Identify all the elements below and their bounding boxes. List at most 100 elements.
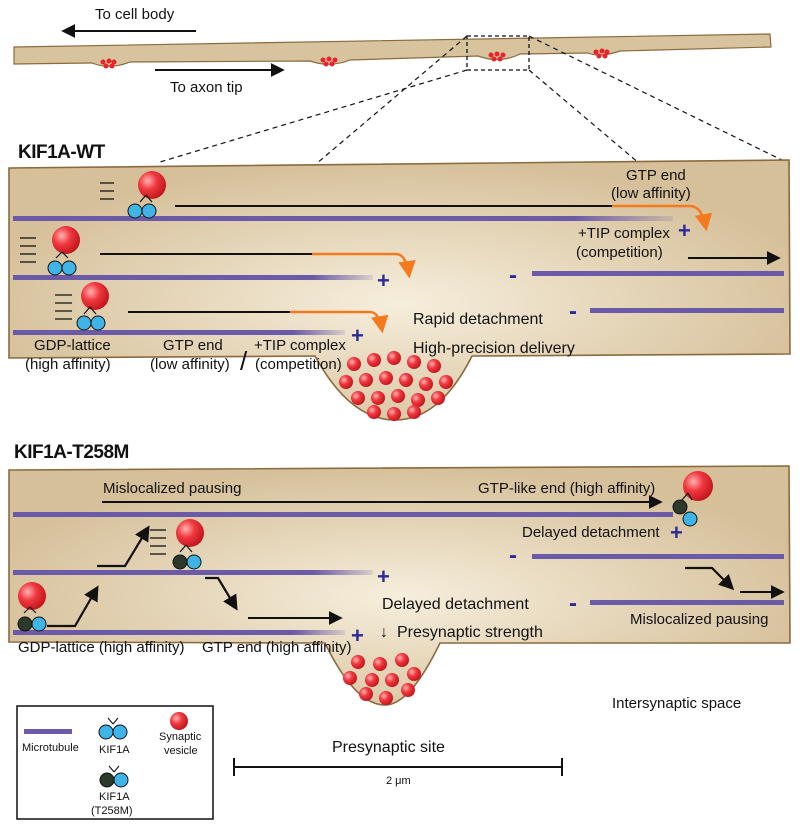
- synaptic-vesicle: [407, 667, 421, 681]
- synaptic-vesicle: [395, 653, 409, 667]
- wt-plus-3: +: [351, 323, 364, 348]
- overview-vesicle-cluster-1: [100, 58, 117, 69]
- overview-vesicle-cluster-3: [488, 51, 506, 62]
- legend-mutant-line2: (T258M): [91, 805, 133, 817]
- mut-gdp-lattice: GDP-lattice (high affinity): [18, 639, 184, 656]
- mut-microtubule-3-end: [293, 630, 345, 635]
- legend-vesicle-icon: [170, 712, 188, 730]
- synaptic-vesicle: [359, 373, 373, 387]
- wt-plus-2: +: [377, 268, 390, 293]
- mut-microtubule-5: [590, 600, 784, 605]
- synaptic-vesicle: [365, 673, 379, 687]
- legend-kif1a-icon: [98, 717, 128, 740]
- mut-delayed-detachment-right: Delayed detachment: [522, 524, 660, 541]
- to-axon-tip-label: To axon tip: [170, 79, 243, 96]
- wt-microtubule-5: [590, 308, 784, 313]
- synaptic-vesicle: [407, 355, 421, 369]
- wt-microtubule-1: [13, 216, 573, 221]
- mut-presynaptic-vesicles: [343, 653, 421, 705]
- wt-plus-1: +: [678, 218, 691, 243]
- mut-microtubule-3: [13, 630, 293, 635]
- synaptic-vesicle: [359, 687, 373, 701]
- wt-microtubule-3: [13, 330, 293, 335]
- mut-mislocalized-pausing-top: Mislocalized pausing: [103, 480, 241, 497]
- legend-mutant-line1: KIF1A: [99, 791, 130, 803]
- wt-microtubule-3-end: [293, 330, 345, 335]
- legend-microtubule-swatch: [24, 729, 72, 734]
- wt-tip-complex-bottom-1: +TIP complex: [254, 337, 346, 354]
- presynaptic-site-label: Presynaptic site: [332, 739, 445, 756]
- mut-kif1a-motor-1: [17, 582, 47, 632]
- overview-vesicle-cluster-2: [320, 56, 338, 67]
- synaptic-vesicle: [407, 405, 421, 419]
- overview-vesicle-cluster-4: [593, 48, 610, 59]
- wt-microtubule-1-end: [573, 216, 673, 221]
- mut-track-climb-1: [47, 585, 99, 628]
- synaptic-vesicle: [399, 373, 413, 387]
- mut-microtubule-2: [13, 570, 313, 575]
- wt-minus-1: -: [509, 262, 517, 289]
- synaptic-vesicle: [427, 359, 441, 373]
- mut-plus-3: +: [351, 623, 364, 648]
- wt-track-3-orange: [290, 310, 389, 334]
- wt-track-2-orange: [312, 252, 416, 279]
- legend-microtubule-label: Microtubule: [22, 742, 79, 754]
- wt-rapid-detachment: Rapid detachment: [413, 311, 543, 328]
- mut-presynaptic-arrow: ↓: [380, 624, 388, 641]
- wt-high-precision: High-precision delivery: [413, 340, 575, 357]
- synaptic-vesicle: [371, 391, 385, 405]
- zoom-line-right: [528, 35, 791, 165]
- wt-kif1a-motor-1: [100, 171, 166, 219]
- wt-gtp-end-bottom-2: (low affinity): [150, 356, 230, 373]
- wt-minus-2: -: [569, 298, 577, 325]
- mut-minus-2: -: [569, 590, 577, 617]
- synaptic-vesicle: [411, 393, 425, 407]
- wt-gdp-lattice-2: (high affinity): [25, 356, 111, 373]
- to-cell-body-label: To cell body: [95, 6, 175, 23]
- legend-synaptic-line1: Synaptic: [159, 731, 202, 743]
- legend: [16, 705, 214, 820]
- wt-tip-complex-top-2: (competition): [576, 244, 663, 261]
- mut-plus-1: +: [670, 520, 683, 545]
- synaptic-vesicle: [387, 407, 401, 421]
- wt-gtp-end-bottom-1: GTP end: [163, 337, 223, 354]
- wt-kif1a-motor-2: [20, 226, 80, 276]
- mut-panel-title: KIF1A-T258M: [14, 442, 129, 463]
- mut-gtp-like-end: GTP-like end (high affinity): [478, 480, 655, 497]
- synaptic-vesicle: [419, 377, 433, 391]
- mut-axon-segment: [8, 465, 791, 706]
- scale-bar: [233, 758, 563, 776]
- mut-kif1a-motor-3: [672, 471, 713, 527]
- synaptic-vesicle: [351, 391, 365, 405]
- mut-microtubule-1: [13, 512, 673, 517]
- legend-mutant-icon: [99, 765, 129, 788]
- mut-track-climb-2: [97, 525, 150, 568]
- legend-kif1a-label: KIF1A: [99, 744, 130, 756]
- synaptic-vesicle: [343, 671, 357, 685]
- zoom-line-right-bottom: [528, 69, 641, 165]
- mut-track-right-descend: [685, 566, 735, 591]
- wt-tip-complex-bottom-2: (competition): [255, 356, 342, 373]
- mut-gtp-end: GTP end (high affinity): [202, 639, 352, 656]
- mut-microtubule-4: [532, 554, 784, 559]
- synaptic-vesicle: [385, 673, 399, 687]
- zoom-box: [466, 35, 530, 71]
- mut-microtubule-2-end: [313, 570, 373, 575]
- synaptic-vesicle: [351, 655, 365, 669]
- wt-panel-title: KIF1A-WT: [18, 142, 106, 163]
- synaptic-vesicle: [439, 375, 453, 389]
- wt-gtp-end-top-2: (low affinity): [611, 185, 691, 202]
- wt-gtp-end-top-1: GTP end: [626, 167, 686, 184]
- wt-microtubule-2-end: [313, 275, 373, 280]
- synaptic-vesicle: [401, 683, 415, 697]
- synaptic-vesicle: [367, 353, 381, 367]
- wt-gdp-lattice-1: GDP-lattice: [34, 337, 111, 354]
- synaptic-vesicle: [431, 391, 445, 405]
- mut-delayed-detachment-center: Delayed detachment: [382, 596, 529, 613]
- wt-microtubule-2: [13, 275, 313, 280]
- synaptic-vesicle: [373, 657, 387, 671]
- wt-tip-complex-top-1: +TIP complex: [578, 225, 670, 242]
- synaptic-vesicle: [391, 389, 405, 403]
- wt-separator: /: [240, 346, 248, 376]
- synaptic-vesicle: [379, 691, 393, 705]
